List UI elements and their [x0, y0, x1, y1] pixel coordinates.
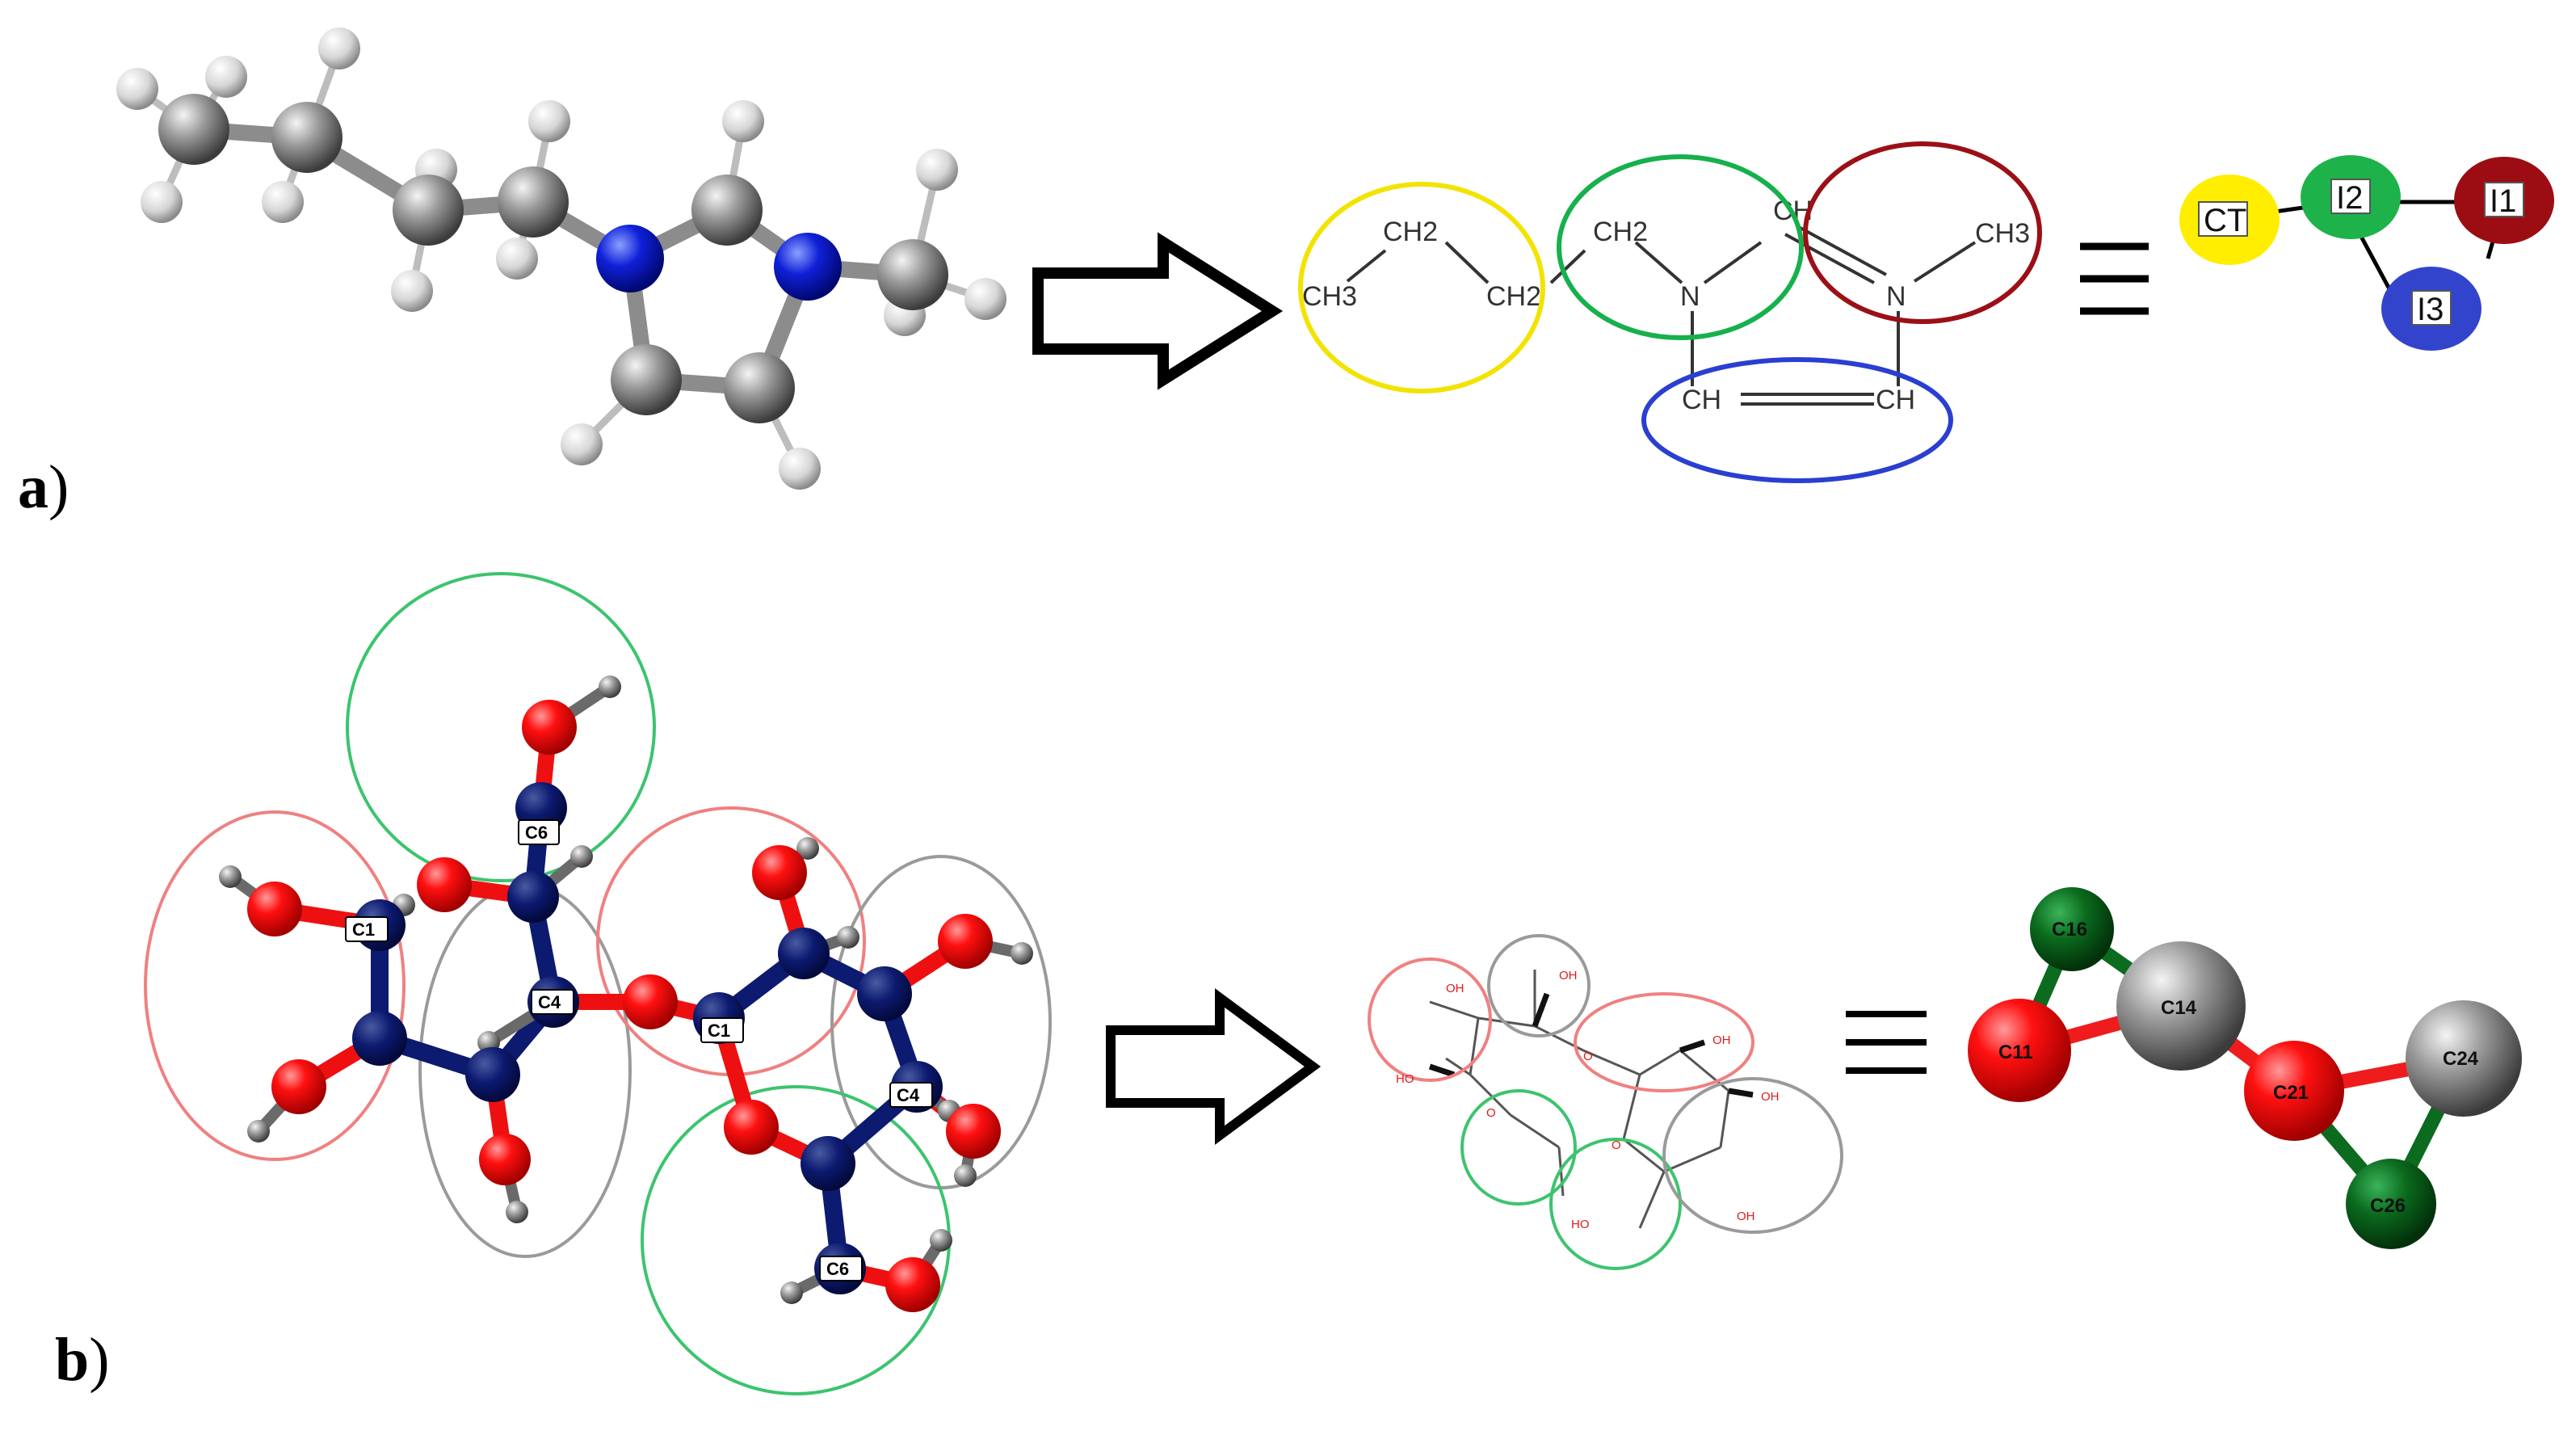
- group-circle-green-2d-left: [1460, 1089, 1577, 1206]
- group-circle-green-2d-right: [1549, 1138, 1682, 1270]
- group-ellipse-darkred: [1803, 141, 2042, 324]
- ring-label-o-3: O: [1612, 1138, 1621, 1152]
- cellobiose-2d-structure: OH OH OH OH HO HO OH O O O: [1368, 934, 1843, 1270]
- formula-ch2-right: CH2: [1593, 217, 1648, 247]
- panel-a: CH3 CH2 CH2 CH2 N CH N CH3 CH CH: [116, 27, 2554, 490]
- cellobiose-cg-model: C16 C14 C11 C21 C24 C26: [1968, 887, 2522, 1249]
- atom-label-c1-left: C1: [352, 919, 375, 940]
- formula-ch3-left: CH3: [1302, 281, 1357, 312]
- formula-ch-bottom-left: CH: [1682, 385, 1721, 415]
- panel-b: C6 C1 C4 C1 C4 C6: [144, 572, 2522, 1395]
- bmim-cg-model: CT I2 I1 I3: [2179, 155, 2554, 351]
- equivalence-b-icon: [1846, 1011, 1927, 1074]
- atom-label-c6-bottom: C6: [826, 1259, 849, 1279]
- formula-n-right: N: [1886, 281, 1906, 312]
- bead-c16: [2030, 887, 2114, 971]
- bead-i1-label: I1: [2490, 183, 2516, 219]
- arrow-a-icon: [1032, 232, 1284, 390]
- bead-c14-label: C14: [2161, 997, 2197, 1019]
- group-circle-red-2d-left: [1368, 957, 1492, 1082]
- ring-label-oh-4: OH: [1761, 1090, 1780, 1104]
- formula-n-left: N: [1680, 281, 1700, 312]
- group-ellipse-red-2d-right: [1574, 992, 1754, 1092]
- group-ellipse-gray-2d-right: [1662, 1077, 1843, 1234]
- bmim-structural-formula: CH3 CH2 CH2 CH2 N CH N CH3 CH CH: [1298, 141, 2042, 483]
- group-ellipse-green: [1557, 154, 1804, 340]
- ring-label-ho-2: HO: [1571, 1218, 1590, 1231]
- bead-i2-label: I2: [2336, 180, 2363, 216]
- group-ellipse-red-left: [144, 810, 406, 1161]
- formula-ch2-mid: CH2: [1486, 281, 1541, 312]
- ring-label-oh-1: OH: [1446, 982, 1464, 995]
- bead-c24-label: C24: [2443, 1048, 2479, 1070]
- bead-c11: [1968, 999, 2071, 1102]
- group-ellipse-blue: [1641, 357, 1953, 483]
- bead-c21-label: C21: [2273, 1082, 2309, 1104]
- ring-label-o-2: O: [1486, 1106, 1496, 1120]
- bead-c16-label: C16: [2052, 919, 2087, 941]
- group-circle-green-bottom: [641, 1085, 951, 1395]
- bead-c11-label: C11: [1998, 1042, 2033, 1063]
- atom-label-c4-right: C4: [897, 1085, 920, 1105]
- ring-label-ho-1: HO: [1396, 1072, 1414, 1086]
- ring-label-o-1: O: [1583, 1050, 1593, 1063]
- atom-label-c6-top: C6: [525, 823, 548, 843]
- group-ellipse-yellow: [1298, 182, 1545, 393]
- bead-c21: [2244, 1041, 2344, 1141]
- atom-label-c1-right: C1: [708, 1020, 730, 1041]
- ring-label-oh-3: OH: [1712, 1033, 1731, 1047]
- arrow-b-icon: [1106, 988, 1322, 1145]
- formula-ch3-right: CH3: [1975, 218, 2030, 249]
- formula-ch-bottom-right: CH: [1876, 385, 1915, 415]
- cellobiose-ball-stick-model: C6 C1 C4 C1 C4 C6: [144, 572, 1052, 1395]
- bead-ct-label: CT: [2204, 203, 2246, 238]
- bmim-ball-stick-model: [116, 27, 1006, 490]
- ring-label-oh-2: OH: [1559, 969, 1578, 983]
- bead-c26: [2346, 1159, 2436, 1249]
- bead-c26-label: C26: [2370, 1195, 2406, 1217]
- atom-label-c4-left: C4: [538, 992, 561, 1012]
- bead-i3-label: I3: [2417, 292, 2444, 327]
- panel-label-a: a): [18, 453, 69, 521]
- group-circle-green-top: [346, 572, 656, 882]
- bead-c14: [2116, 941, 2246, 1071]
- ring-label-oh-5: OH: [1737, 1210, 1755, 1223]
- group-circle-gray-2d-top: [1487, 934, 1591, 1037]
- formula-ch2-top: CH2: [1383, 217, 1438, 247]
- bead-c24: [2406, 1000, 2522, 1117]
- panel-label-b: b): [55, 1326, 110, 1394]
- equivalence-a-icon: [2080, 242, 2149, 315]
